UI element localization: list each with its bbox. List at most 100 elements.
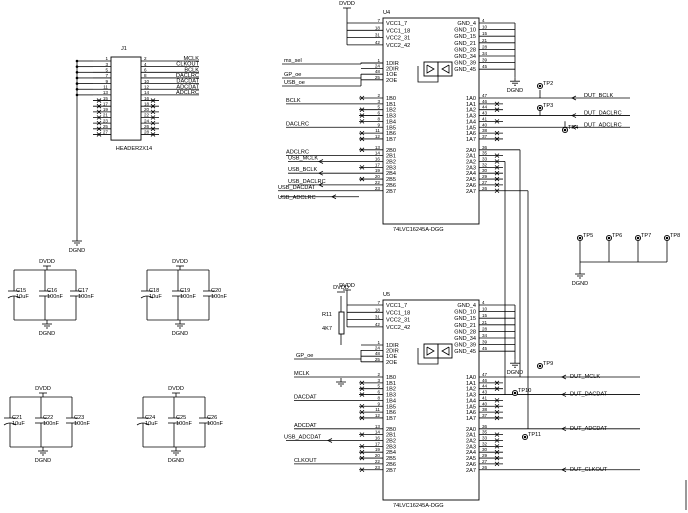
no-connect-mark [494, 182, 500, 188]
no-connect-mark [494, 415, 500, 421]
pin-number: 5 [377, 105, 380, 110]
net-label: ADCLRC [286, 150, 309, 156]
no-connect-mark [494, 455, 500, 461]
cap-ref: C23 [74, 415, 84, 421]
pin-number: 22 [375, 459, 381, 464]
pin-name: 2A7 [466, 189, 476, 195]
header-signal-label: MCLK [183, 56, 199, 62]
no-connect-mark [494, 386, 500, 391]
pin-name: 2DIR [386, 67, 399, 73]
pin-number: 38 [482, 128, 488, 133]
pin-name: GND_21 [454, 323, 476, 329]
no-connect-mark [359, 380, 365, 386]
no-connect-mark [359, 165, 365, 170]
pin-number: 9 [377, 401, 380, 406]
no-connect-mark [494, 432, 500, 437]
test-point-label: TP8 [670, 233, 680, 239]
test-point-label: TP11 [528, 432, 541, 438]
ground-label: DGND [172, 331, 188, 337]
test-point-label: TP2 [543, 81, 553, 87]
net-label: USB_DACLRC [288, 179, 326, 185]
pin-name: GND_45 [454, 67, 476, 73]
pin-number: 21 [482, 320, 488, 325]
junction-dot [513, 391, 517, 395]
net-label: USB_BCLK [288, 167, 317, 173]
pin-number: 33 [482, 157, 488, 162]
pin-number: 29 [482, 174, 488, 179]
pin-number: 37 [482, 413, 488, 418]
net-label: USB_oe [284, 80, 305, 86]
cap-ref: C20 [211, 288, 221, 294]
junction-dot [75, 87, 79, 91]
no-connect-mark [359, 449, 365, 455]
net-label: DUT_ADCDAT [570, 426, 608, 432]
cap-value: 100nF [176, 421, 192, 427]
pin-name: GND_28 [454, 329, 476, 335]
pin-number: 14 [375, 151, 381, 156]
net-label: DACDAT [294, 394, 317, 400]
pin-name: GND_4 [457, 21, 476, 27]
pin-name: 2B2 [386, 439, 396, 445]
no-connect-mark [359, 455, 365, 461]
net-label: USB_DACDAT [278, 185, 316, 191]
pin-name: 1DIR [386, 343, 399, 349]
pin-name: GND_34 [454, 336, 476, 342]
no-connect-mark [96, 109, 102, 115]
junction-dot [75, 93, 79, 97]
arrow-left [318, 170, 324, 176]
no-connect-mark [359, 136, 365, 142]
cap-ref: C26 [207, 415, 217, 421]
net-label: USB_MCLK [288, 156, 318, 162]
power-label: DVDD [35, 386, 51, 392]
pin-number: 11 [375, 128, 380, 133]
no-connect-mark [494, 188, 500, 194]
no-connect-mark [359, 415, 365, 421]
pin-name: 2OE [386, 360, 397, 366]
pin-number: 28 [144, 130, 150, 135]
pin-number: 6 [144, 68, 147, 73]
pin-number: 40 [482, 122, 488, 127]
pin-number: 17 [375, 162, 381, 167]
buffer-cell [423, 343, 439, 359]
pin-name: 2B6 [386, 183, 396, 189]
pin-number: 2 [377, 93, 380, 98]
pin-name: GND_39 [454, 61, 476, 67]
ground-label: DGND [507, 88, 523, 94]
pin-name: VCC2_42 [386, 43, 410, 49]
pin-number: 38 [482, 407, 488, 412]
pin-number: 17 [103, 101, 109, 106]
no-connect-mark [494, 449, 500, 455]
pin-number: 39 [482, 340, 488, 345]
pin-number: 5 [377, 384, 380, 389]
pin-name: GND_21 [454, 41, 476, 47]
pin-number: 44 [482, 105, 488, 110]
no-connect-mark [494, 398, 500, 403]
pin-name: 1A1 [466, 381, 476, 387]
cap-value: 100nF [78, 294, 94, 300]
chip-part-label: 74LVC16245A-DGG [393, 227, 444, 233]
pin-name: 1A5 [466, 404, 476, 410]
cap-value: 100nF [74, 421, 90, 427]
pin-number: 44 [482, 384, 488, 389]
pin-number: 47 [482, 93, 488, 98]
no-connect-mark [494, 403, 500, 409]
power-label: DVDD [333, 285, 349, 291]
pin-name: 1B2 [386, 387, 396, 393]
pin-number: 37 [482, 134, 488, 139]
header-signal-label: BCLK [184, 67, 199, 73]
pin-number: 45 [482, 64, 488, 69]
chip-body [382, 299, 480, 501]
power-label: DVDD [339, 283, 355, 289]
pin-number: 45 [482, 346, 488, 351]
no-connect-mark [494, 107, 500, 112]
power-label: DVDD [339, 1, 355, 7]
pin-number: 15 [103, 96, 109, 101]
no-connect-mark [96, 126, 102, 132]
arrow-left [561, 374, 567, 380]
cap-value: 10uF [16, 294, 29, 300]
pin-number: 36 [482, 145, 488, 150]
net-label: MCLK [294, 371, 310, 377]
pin-number: 4 [144, 62, 147, 67]
header-part-label: HEADER2X14 [116, 146, 152, 152]
